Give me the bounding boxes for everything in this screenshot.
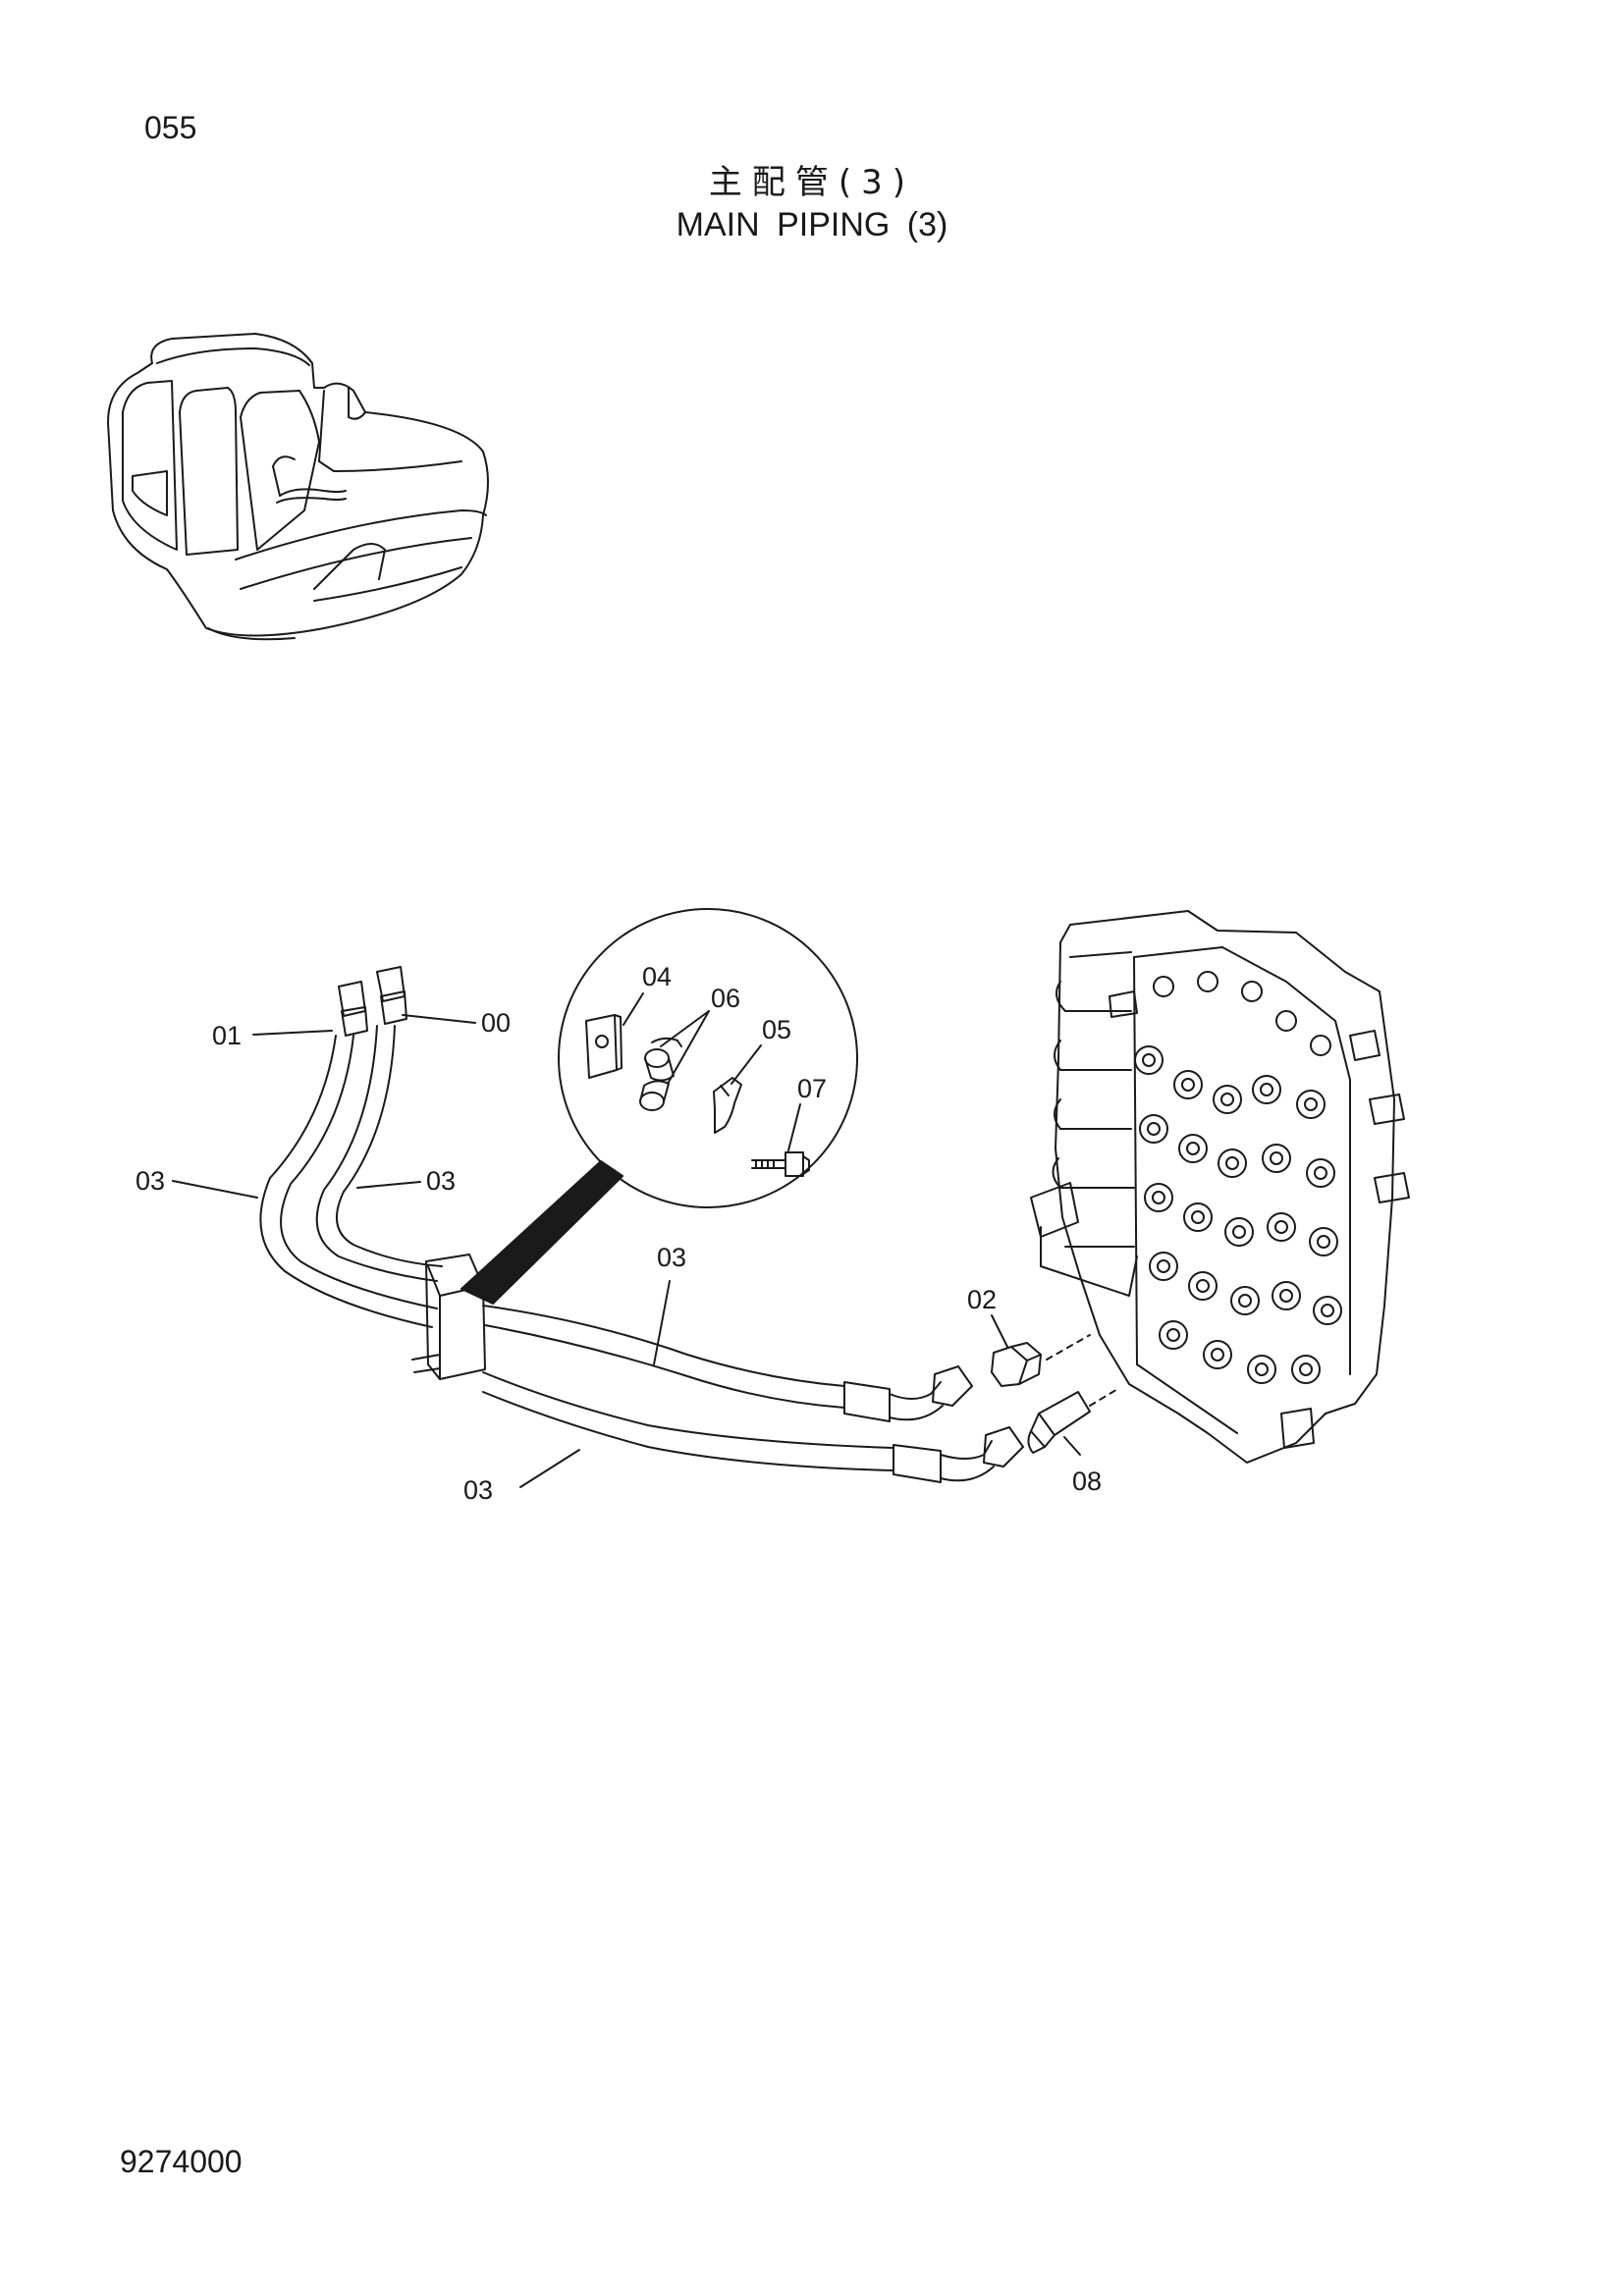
title-english: MAIN PIPING (3) xyxy=(676,206,948,243)
document-number: 9274000 xyxy=(120,2144,243,2179)
callout-03-inner: 03 xyxy=(426,1166,456,1196)
control-valve xyxy=(1030,910,1410,1464)
excavator-location-thumbnail xyxy=(107,333,489,641)
callout-01: 01 xyxy=(212,1021,242,1050)
title-japanese: 主配管(3) xyxy=(708,163,916,202)
detail-circle xyxy=(460,908,858,1305)
callout-05: 05 xyxy=(762,1015,791,1044)
callout-06: 06 xyxy=(711,984,740,1013)
callout-03-left: 03 xyxy=(135,1166,165,1196)
callout-08: 08 xyxy=(1072,1467,1102,1496)
page-number: 055 xyxy=(144,110,197,145)
callout-03-lower: 03 xyxy=(463,1475,493,1505)
hose-assembly xyxy=(259,966,1024,1483)
callout-02: 02 xyxy=(967,1285,997,1314)
callout-labels: 00 01 02 03 03 03 03 04 05 06 07 08 xyxy=(135,962,1102,1505)
fittings xyxy=(991,1334,1120,1454)
callout-07: 07 xyxy=(797,1074,827,1103)
callout-00: 00 xyxy=(481,1008,511,1038)
callout-04: 04 xyxy=(642,962,672,991)
leader-lines xyxy=(172,992,1081,1488)
callout-03-upper: 03 xyxy=(657,1243,686,1272)
